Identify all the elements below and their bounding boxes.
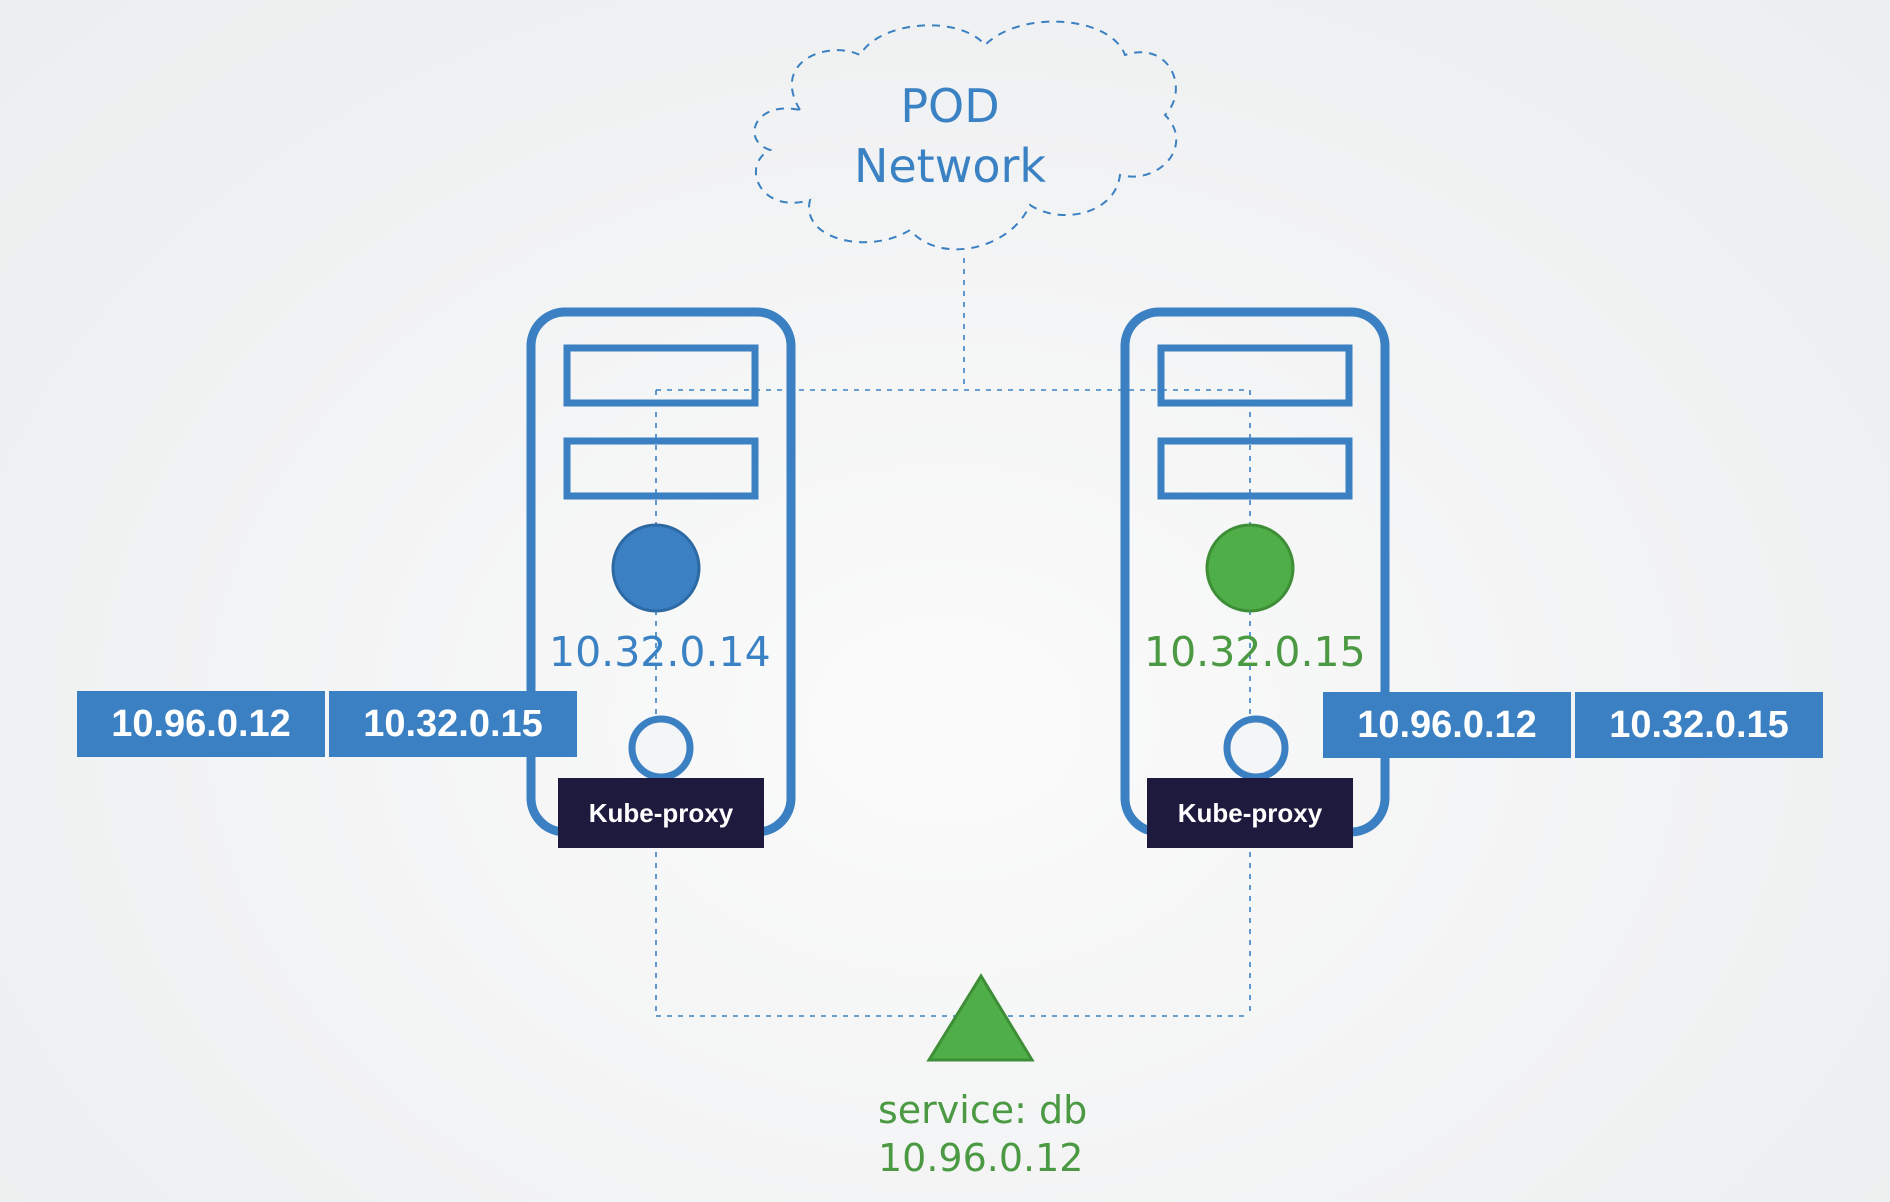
service-db-icon [926, 973, 1035, 1062]
node-left-rule-table: 10.96.0.12 10.32.0.15 [77, 691, 577, 757]
pod-right-ip: 10.32.0.15 [1144, 628, 1366, 676]
pod-left [611, 523, 701, 613]
node-right-rule-table: 10.96.0.12 10.32.0.15 [1323, 692, 1823, 758]
node-right-drive-bay-1 [1157, 344, 1353, 407]
node-right-rule-service-ip: 10.96.0.12 [1323, 692, 1571, 758]
pod-left-ip: 10.32.0.14 [549, 628, 771, 676]
node-left-drive-bay-2 [563, 437, 759, 500]
pod-network-title-line1: POD [900, 79, 1000, 133]
node-left-rule-pod-ip: 10.32.0.15 [329, 691, 577, 757]
kube-proxy-right: Kube-proxy [1147, 778, 1353, 848]
node-left-rule-service-ip: 10.96.0.12 [77, 691, 325, 757]
kube-proxy-left: Kube-proxy [558, 778, 764, 848]
node-right-rule-pod-ip: 10.32.0.15 [1575, 692, 1823, 758]
service-name: service: db [878, 1088, 1088, 1132]
service-label: service: db 10.96.0.12 [878, 1086, 1087, 1182]
node-right-drive-bay-2 [1157, 437, 1353, 500]
service-ip: 10.96.0.12 [878, 1136, 1084, 1180]
node-right-interface [1223, 715, 1289, 781]
pod-network-title: POD Network [800, 76, 1100, 196]
node-left-interface [628, 715, 694, 781]
pod-right [1205, 523, 1295, 613]
pod-network-title-line2: Network [853, 139, 1047, 193]
node-left-drive-bay-1 [563, 344, 759, 407]
